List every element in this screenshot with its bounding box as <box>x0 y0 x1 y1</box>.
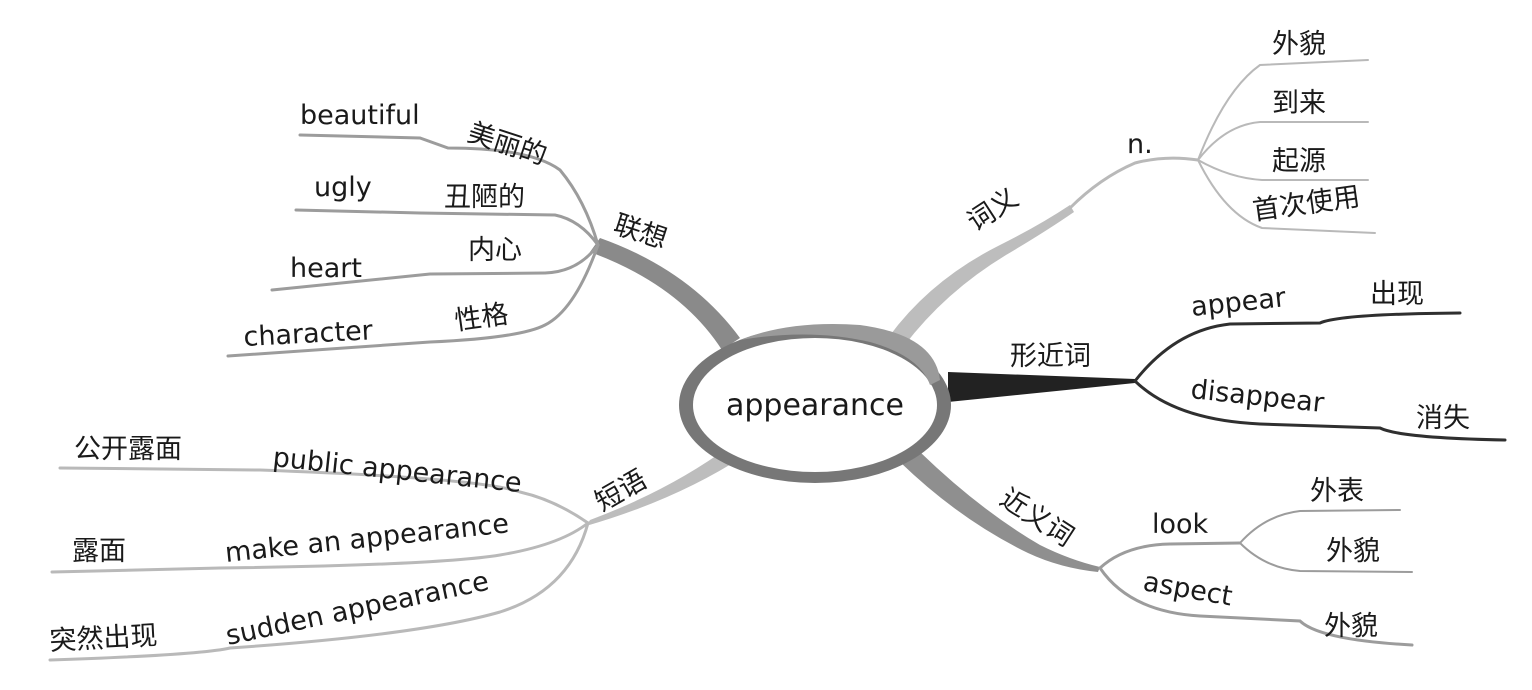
phrase-0-en: public appearance <box>271 442 523 499</box>
synonym-1-en: aspect <box>1141 566 1235 612</box>
synonym-0-zh-1: 外貌 <box>1326 536 1380 567</box>
similar-label: 形近词 <box>1010 341 1091 372</box>
synonyms-label: 近义词 <box>994 483 1079 553</box>
meaning-pos: n. <box>1127 129 1153 160</box>
center-node: appearance <box>679 324 951 483</box>
synonym-0-zh-0: 外表 <box>1310 476 1364 507</box>
trunk-similar-form <box>948 372 1135 402</box>
association-3-zh: 性格 <box>453 299 511 337</box>
meaning-item-1: 到来 <box>1272 88 1326 119</box>
branch-association: 联想 美丽的 beautiful 丑陋的 ugly 内心 heart 性格 ch… <box>226 100 671 358</box>
association-3-en: character <box>243 315 375 353</box>
phrase-2-zh: 突然出现 <box>49 620 158 657</box>
meaning-item-0: 外貌 <box>1272 29 1326 60</box>
association-0-zh: 美丽的 <box>464 117 551 172</box>
branch-phrases: 短语 public appearance 公开露面 make an appear… <box>48 434 652 662</box>
trunk-association <box>590 238 740 350</box>
meaning-item-2: 起源 <box>1272 146 1326 177</box>
association-1-en: ugly <box>314 172 372 203</box>
branch-similar-form: 形近词 appear 出现 disappear 消失 <box>1010 279 1507 442</box>
synonym-1-zh-0: 外貌 <box>1324 611 1378 642</box>
similar-word-1-en: disappear <box>1189 374 1326 419</box>
association-0-en: beautiful <box>300 100 420 131</box>
association-2-en: heart <box>290 253 362 284</box>
phrase-1-zh: 露面 <box>72 536 126 567</box>
similar-word-0-en: appear <box>1189 282 1288 323</box>
trunk-synonyms <box>900 452 1100 572</box>
association-1-zh: 丑陋的 <box>444 182 525 213</box>
phrase-0-zh: 公开露面 <box>74 434 182 465</box>
phrase-2-en: sudden appearance <box>223 566 492 652</box>
meaning-item-3: 首次使用 <box>1251 181 1362 227</box>
meaning-label: 词义 <box>962 182 1024 237</box>
similar-word-0-zh: 出现 <box>1370 279 1424 310</box>
center-label: appearance <box>726 388 904 423</box>
association-2-zh: 内心 <box>468 235 522 266</box>
similar-word-1-zh: 消失 <box>1416 403 1470 434</box>
branch-meaning: 词义 n. 外貌 到来 起源 首次使用 <box>962 29 1376 238</box>
trunk-phrases <box>586 446 744 526</box>
synonym-0-en: look <box>1152 509 1209 540</box>
trunk-meaning <box>888 205 1074 346</box>
